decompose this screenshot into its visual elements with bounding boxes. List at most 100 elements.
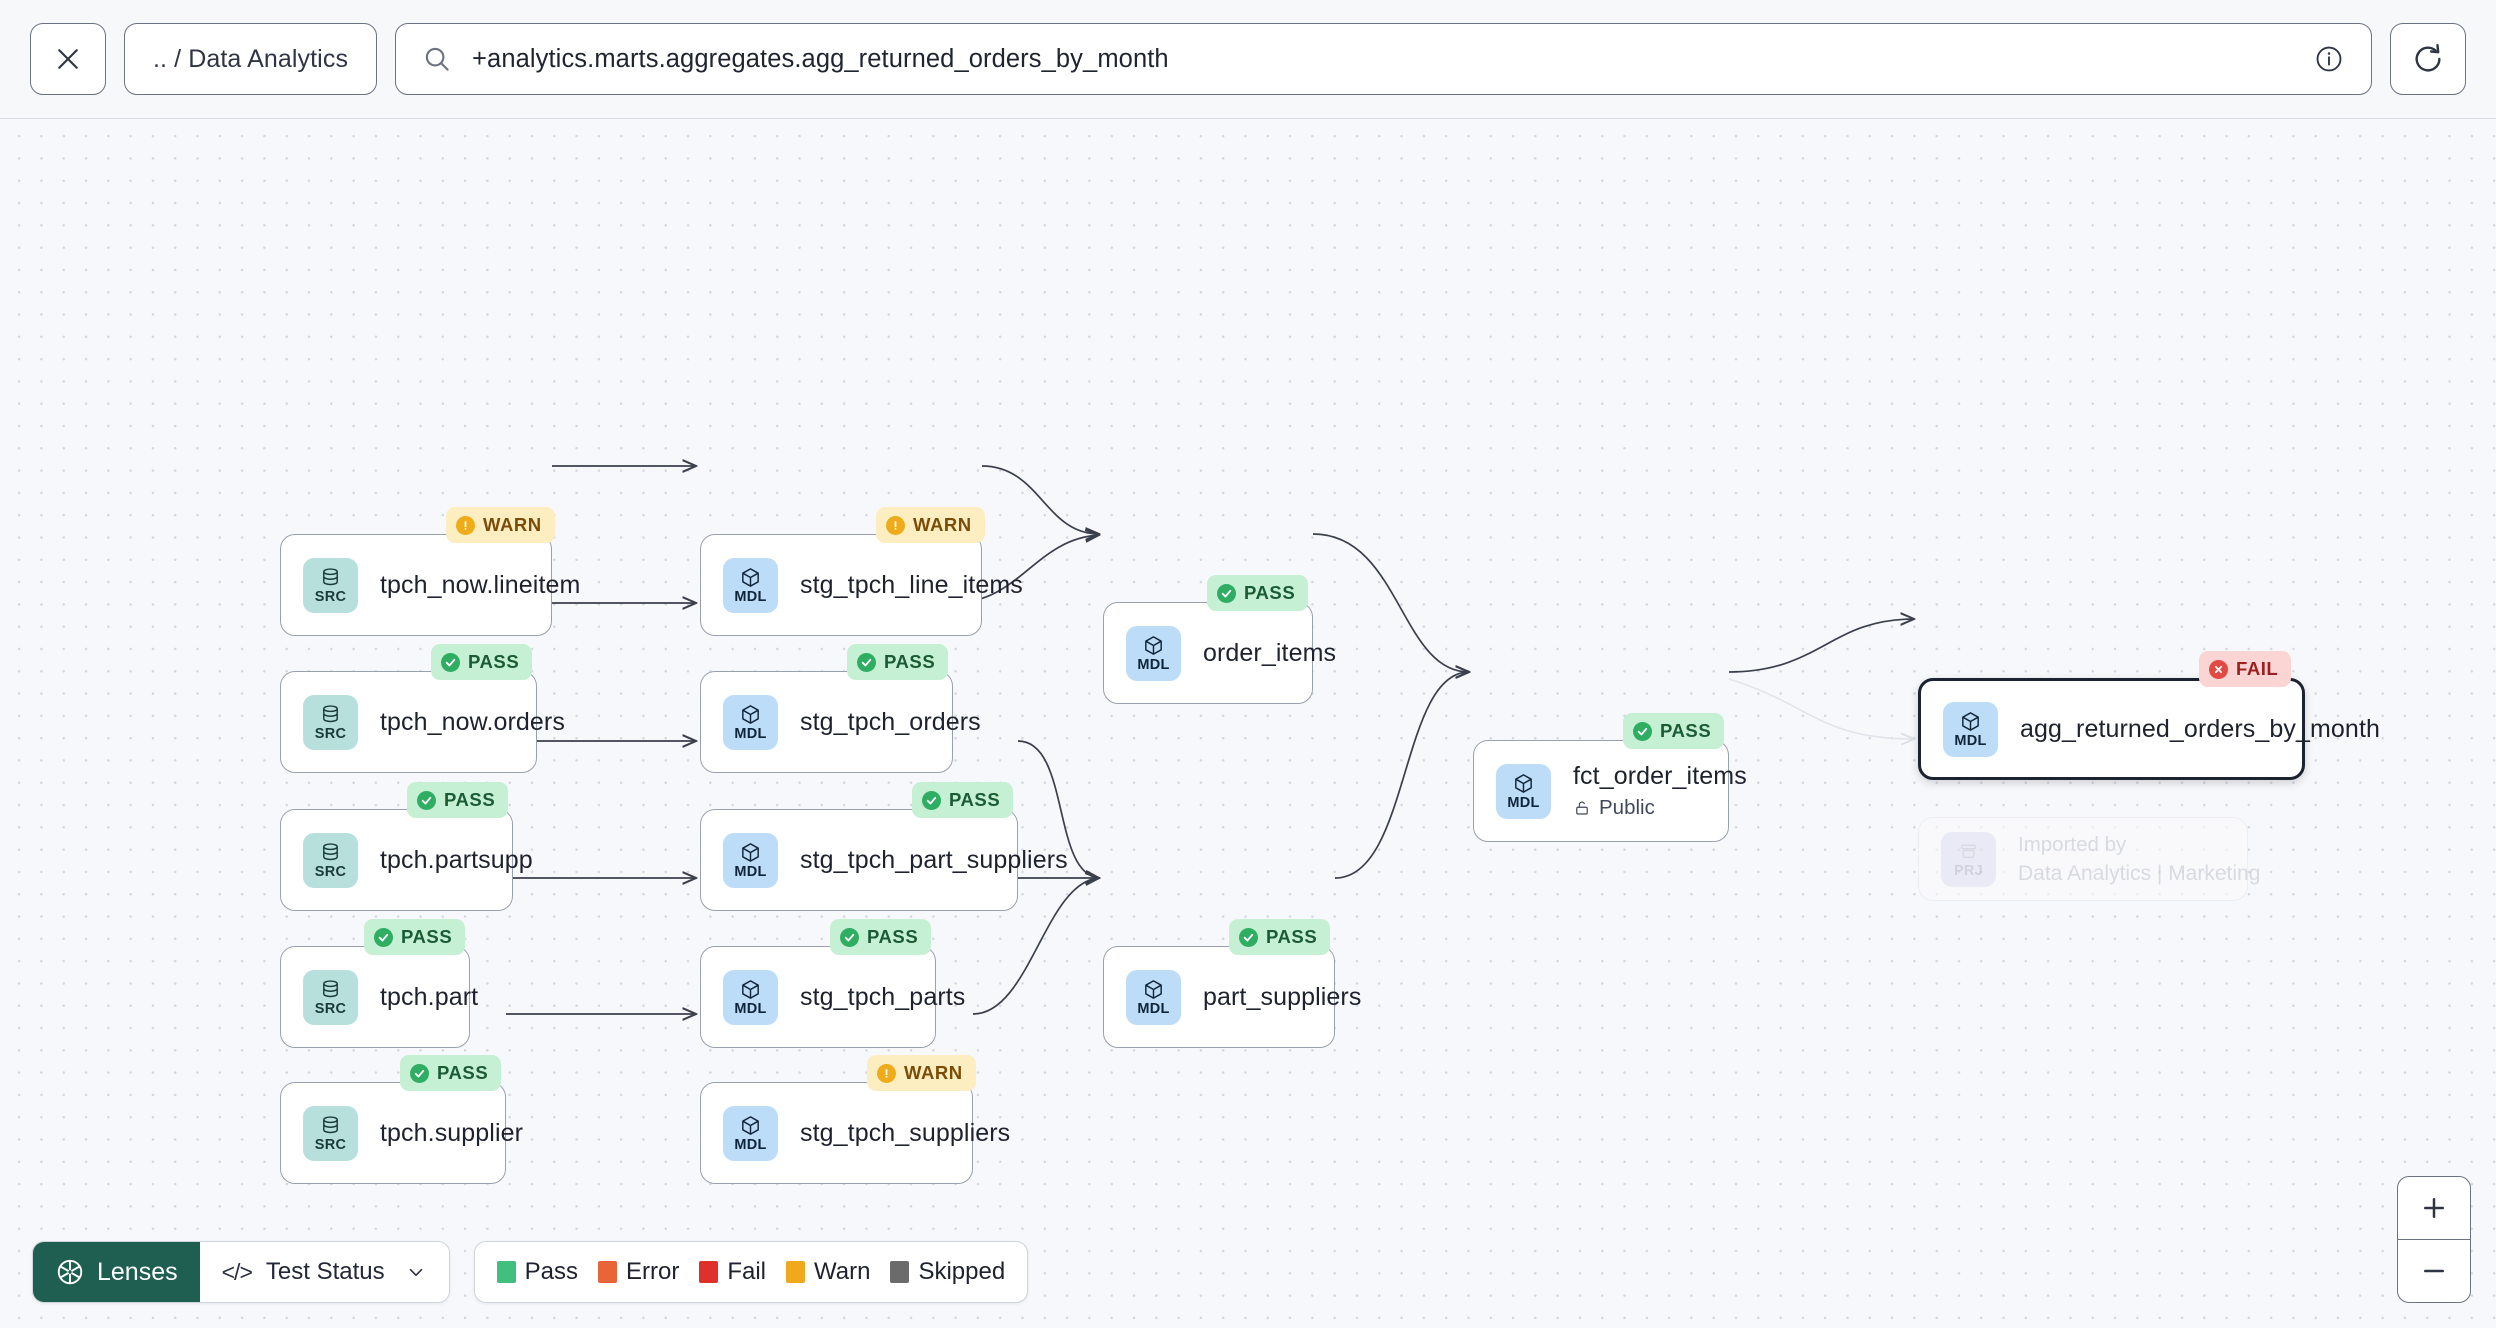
lineage-node-tpch_now_lineitem[interactable]: SRC tpch_now.lineitem [280,534,580,636]
lineage-node-stg_tpch_parts[interactable]: MDL stg_tpch_parts [700,946,965,1048]
legend-item-warn[interactable]: Warn [786,1258,870,1286]
check-icon [421,796,432,804]
lineage-canvas[interactable]: SRC tpch_now.lineitem WARN SRC tpch_now.… [0,119,2496,1328]
status-badge-tpch_supplier[interactable]: PASS [400,1055,502,1091]
node-pretitle: Imported by [2018,832,2127,856]
close-button[interactable] [30,23,106,95]
node-type-icon [739,566,762,589]
node-type-label: SRC [314,1000,347,1017]
database-icon [323,705,338,722]
status-badge-tpch_now_lineitem[interactable]: WARN [446,507,555,543]
zoom-in-button[interactable] [2398,1177,2470,1239]
lineage-node-stg_tpch_suppliers[interactable]: MDL stg_tpch_suppliers [700,1082,1010,1184]
status-badge-tpch_part[interactable]: PASS [364,919,466,955]
refresh-icon [2415,44,2441,72]
status-badge-stg_tpch_part_suppliers[interactable]: PASS [912,782,1014,818]
legend-item-error[interactable]: Error [597,1258,679,1286]
legend-item-fail[interactable]: Fail [699,1258,766,1286]
lineage-node-tpch_now_orders[interactable]: SRC tpch_now.orders [280,671,565,773]
test-status-label: Test Status [265,1258,385,1285]
status-badge-order_items[interactable]: PASS [1207,575,1309,611]
plus-icon [2424,1198,2444,1218]
node-type-badge-src: SRC [303,969,358,1025]
status-badge-tpch_now_orders[interactable]: PASS [431,644,533,680]
status-dot [840,927,859,947]
legend-label: Pass [524,1258,578,1285]
legend-label: Warn [814,1258,871,1285]
close-icon [58,49,78,69]
node-type-badge-src: SRC [303,832,358,888]
node-type-icon [739,841,762,864]
node-type-label: MDL [734,588,767,605]
node-type-icon [319,1114,342,1137]
lineage-node-order_items[interactable]: MDL order_items [1103,602,1336,704]
breadcrumb[interactable]: .. / Data Analytics [124,23,378,95]
status-badge-stg_tpch_orders[interactable]: PASS [847,644,949,680]
lineage-node-part_suppliers[interactable]: MDL part_suppliers [1103,946,1361,1048]
status-dot [1217,583,1236,603]
lineage-node-tpch_part[interactable]: SRC tpch.part [280,946,478,1048]
search-input[interactable]: +analytics.marts.aggregates.agg_returned… [395,23,2372,95]
node-text-group: tpch.supplier [380,1119,523,1148]
node-type-badge-src: SRC [303,1105,358,1161]
status-label: FAIL [2236,658,2279,679]
status-dot [857,652,876,672]
status-label: PASS [444,789,496,810]
lineage-node-stg_tpch_part_suppliers[interactable]: MDL stg_tpch_part_suppliers [700,809,1068,911]
node-title: tpch.part [380,982,479,1011]
node-type-icon [1142,634,1165,657]
node-type-icon [319,978,342,1001]
lineage-node-stg_tpch_orders[interactable]: MDL stg_tpch_orders [700,671,981,773]
node-text-group: stg_tpch_orders [800,708,981,737]
node-type-label: SRC [314,725,347,742]
breadcrumb-label: .. / Data Analytics [153,44,349,73]
test-status-dropdown[interactable]: </> Test Status [199,1242,449,1302]
node-type-badge-mdl: MDL [723,1105,778,1161]
node-text-group: tpch.partsupp [380,846,533,875]
search-input-value: +analytics.marts.aggregates.agg_returned… [472,44,1169,73]
status-badge-tpch_partsupp[interactable]: PASS [407,782,509,818]
status-badge-stg_tpch_line_items[interactable]: WARN [876,507,985,543]
check-icon [378,933,389,941]
lineage-node-tpch_partsupp[interactable]: SRC tpch.partsupp [280,809,533,911]
lenses-button[interactable]: Lenses [33,1242,200,1302]
node-text-group: tpch.part [380,983,478,1012]
node-type-badge-mdl: MDL [723,969,778,1025]
lineage-node-fct_order_items[interactable]: MDL fct_order_items Public [1473,740,1747,842]
status-badge-part_suppliers[interactable]: PASS [1229,919,1331,955]
lineage-node-agg_returned_orders_by_month[interactable]: MDL agg_returned_orders_by_month [1918,678,2380,780]
status-dot [877,1063,896,1083]
status-badge-agg_returned_orders_by_month[interactable]: FAIL [2199,651,2292,687]
node-type-badge-mdl: MDL [723,694,778,750]
status-dot [2209,659,2228,679]
legend-swatch [890,1261,910,1283]
legend-item-skipped[interactable]: Skipped [890,1258,1005,1286]
legend-item-pass[interactable]: Pass [496,1258,578,1286]
aperture-icon [57,1259,83,1285]
node-type-badge-mdl: MDL [1496,763,1551,819]
lineage-node-tpch_supplier[interactable]: SRC tpch.supplier [280,1082,523,1184]
node-visibility: Public [1573,796,1747,820]
node-type-label: MDL [1137,1000,1170,1017]
status-label: PASS [867,926,919,947]
node-title: tpch.supplier [380,1118,524,1147]
node-type-label: MDL [734,725,767,742]
refresh-button[interactable] [2390,23,2466,95]
zoom-controls [2397,1176,2471,1303]
lineage-node-imported_by_project[interactable]: PRJ Imported by Data Analytics | Marketi… [1918,817,2260,901]
check-icon [1243,933,1254,941]
chevron-down-icon [409,1268,422,1276]
status-dot [886,515,905,535]
cube-icon [1962,711,1979,731]
status-badge-fct_order_items[interactable]: PASS [1623,713,1725,749]
status-badge-stg_tpch_parts[interactable]: PASS [830,919,932,955]
zoom-out-button[interactable] [2398,1240,2470,1302]
status-badge-stg_tpch_suppliers[interactable]: WARN [867,1055,976,1091]
status-dot [374,927,393,947]
lineage-node-stg_tpch_line_items[interactable]: MDL stg_tpch_line_items [700,534,1023,636]
status-label: WARN [483,514,542,535]
node-type-label: MDL [1954,732,1987,749]
info-button[interactable] [2313,43,2345,75]
node-title: fct_order_items [1573,762,1747,790]
code-icon: </> [221,1258,253,1285]
